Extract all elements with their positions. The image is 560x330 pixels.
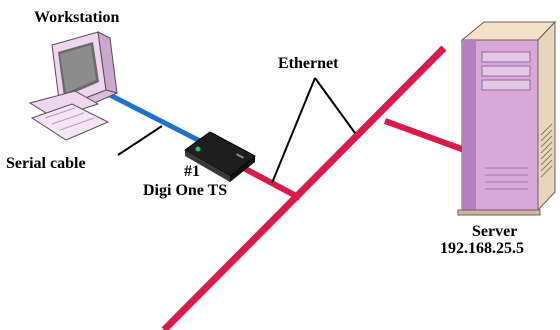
digi-one-ts-device-icon — [184, 131, 256, 182]
server-icon — [457, 20, 557, 216]
server-label: Server — [472, 223, 517, 240]
ethernet-label: Ethernet — [278, 55, 339, 72]
ethernet-callout-left — [271, 77, 316, 184]
serial-cable-callout — [117, 125, 163, 156]
serial-cable-label: Serial cable — [6, 155, 86, 172]
ethernet-backbone — [161, 45, 447, 330]
serial-cable-line — [108, 92, 204, 145]
workstation-label: Workstation — [34, 9, 119, 26]
ethernet-callout-right — [314, 77, 356, 134]
device-number-label: #1 — [184, 163, 200, 180]
device-name-label: Digi One TS — [143, 182, 227, 199]
ethernet-branch-server — [383, 118, 472, 155]
ethernet-branch-device — [236, 162, 302, 201]
server-ip-label: 192.168.25.5 — [440, 240, 524, 257]
workstation-icon — [28, 31, 119, 141]
